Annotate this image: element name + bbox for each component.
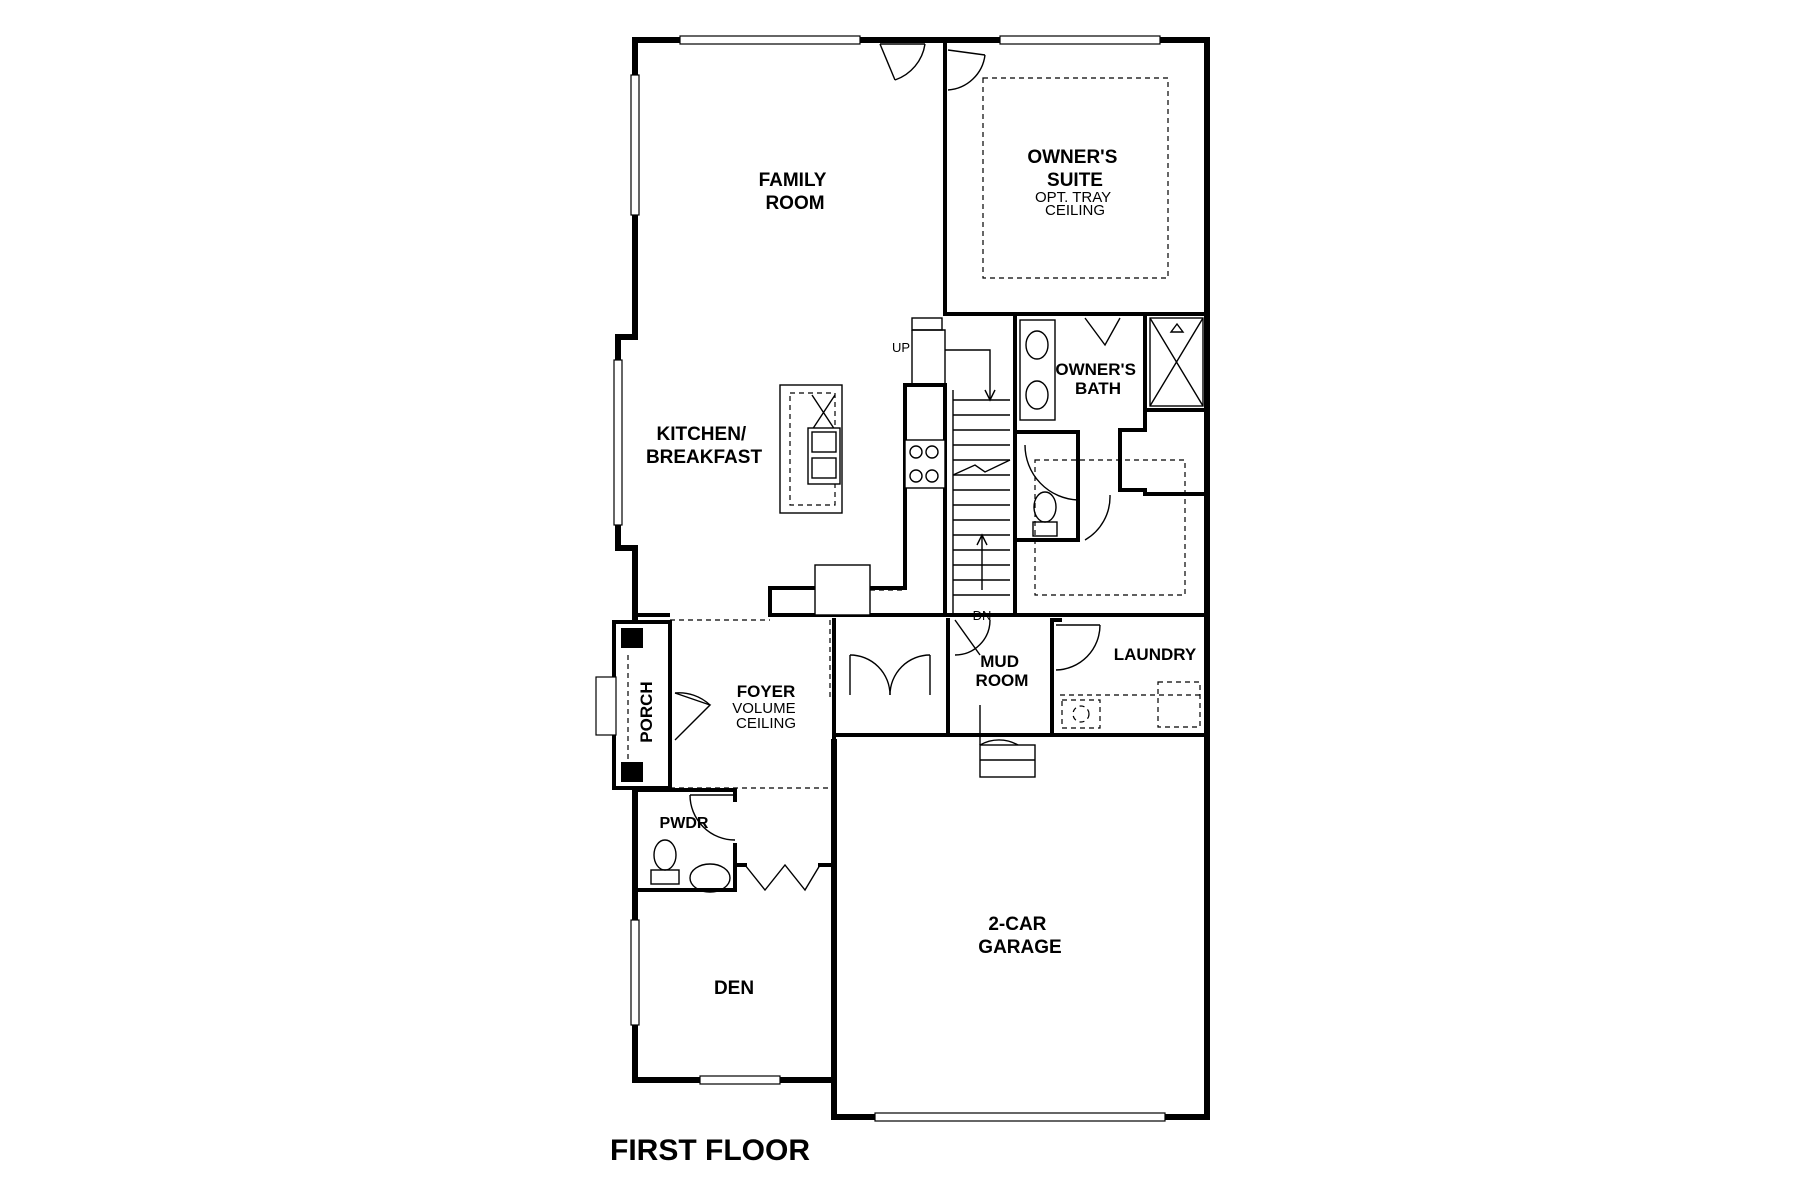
stair-treads bbox=[952, 390, 1011, 615]
foyer-note: VOLUME CEILING bbox=[732, 700, 800, 732]
powder-fixtures bbox=[650, 839, 731, 893]
owners-suite-label: OWNER'S SUITE bbox=[1027, 147, 1122, 191]
windows bbox=[595, 35, 1166, 1122]
doors bbox=[674, 43, 1121, 892]
laundry-fixtures bbox=[1061, 699, 1101, 729]
stairs-up-label: UP bbox=[892, 340, 910, 355]
family-room-label: FAMILY ROOM bbox=[759, 170, 832, 214]
foyer-label: FOYER bbox=[737, 682, 796, 701]
porch-columns bbox=[621, 628, 643, 782]
kitchen-fixtures bbox=[779, 384, 946, 616]
stairs-down-label: DN bbox=[973, 608, 992, 623]
mud-room-label: MUD ROOM bbox=[976, 652, 1029, 690]
den-label: DEN bbox=[714, 978, 754, 999]
staircase bbox=[911, 317, 1011, 615]
pwdr-label: PWDR bbox=[660, 815, 709, 832]
kitchen-label: KITCHEN/ BREAKFAST bbox=[646, 424, 763, 468]
laundry-label: LAUNDRY bbox=[1114, 645, 1197, 664]
room-labels: FAMILY ROOM OWNER'S SUITE OPT. TRAY CEIL… bbox=[637, 147, 1197, 999]
garage-label: 2-CAR GARAGE bbox=[978, 914, 1061, 958]
exterior-walls bbox=[612, 37, 1210, 1120]
bath-fixtures bbox=[1019, 317, 1204, 537]
floor-title: FIRST FLOOR bbox=[610, 1134, 810, 1167]
dashed-guides bbox=[627, 77, 1201, 789]
porch-label: PORCH bbox=[637, 681, 656, 742]
owners-bath-label: OWNER'S BATH bbox=[1055, 360, 1140, 398]
owners-suite-note: OPT. TRAY CEILING bbox=[1035, 189, 1115, 219]
